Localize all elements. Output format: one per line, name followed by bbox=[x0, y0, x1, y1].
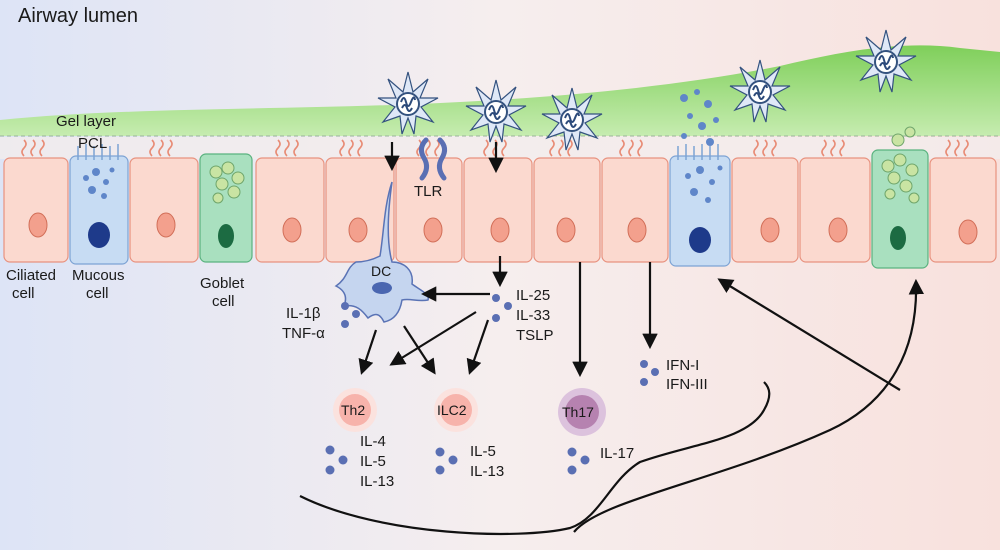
ciliated-cell bbox=[463, 157, 533, 263]
ciliated-cell bbox=[929, 157, 997, 263]
dendritic-cell-icon bbox=[334, 181, 429, 323]
th2-cytokine-label-2: IL-5 bbox=[360, 453, 386, 470]
mucous-cell-label-line1: Mucous bbox=[72, 267, 125, 284]
lumen-label: Airway lumen bbox=[18, 5, 138, 27]
pcl-layer bbox=[0, 137, 1000, 159]
gel-layer bbox=[0, 45, 1000, 136]
ciliated-cell-label-line1: Ciliated bbox=[6, 267, 56, 284]
dc-cytokine-label-2: TNF-α bbox=[282, 325, 325, 342]
th2-cytokine-label-3: IL-13 bbox=[360, 473, 394, 490]
ciliated-cell-label-line2: cell bbox=[12, 285, 35, 302]
ciliated-cell bbox=[533, 157, 601, 263]
th2-cytokine-label-1: IL-4 bbox=[360, 433, 386, 450]
ciliated-cell bbox=[129, 157, 199, 263]
gel-layer-label: Gel layer bbox=[56, 113, 116, 130]
ilc2-cytokine-label-2: IL-13 bbox=[470, 463, 504, 480]
th17-label: Th17 bbox=[562, 404, 594, 420]
tlr-label: TLR bbox=[414, 183, 443, 200]
ciliated-cell bbox=[3, 157, 69, 263]
tlr-receptor-icon bbox=[418, 137, 448, 181]
mucous-cell bbox=[69, 155, 129, 265]
ilc2-label: ILC2 bbox=[437, 402, 467, 418]
th17-cytokine-label-1: IL-17 bbox=[600, 445, 634, 462]
mucous-cell-label-line2: cell bbox=[86, 285, 109, 302]
pathway-arrows bbox=[299, 142, 925, 536]
ilc2-cell bbox=[434, 388, 478, 432]
mucous-cell bbox=[669, 155, 731, 267]
epithelial-cytokine-label-1: IL-25 bbox=[516, 287, 550, 304]
ciliated-cell bbox=[255, 157, 325, 263]
th2-cell bbox=[333, 388, 377, 432]
epithelial-cytokine-label-3: TSLP bbox=[516, 327, 554, 344]
epithelial-cytokine-label-2: IL-33 bbox=[516, 307, 550, 324]
interferon-label-2: IFN-III bbox=[666, 376, 708, 393]
ciliated-cell bbox=[395, 157, 463, 263]
pcl-label: PCL bbox=[78, 135, 107, 152]
ciliated-cell bbox=[601, 157, 669, 263]
ciliated-cell bbox=[799, 157, 871, 263]
th2-label: Th2 bbox=[341, 402, 365, 418]
dc-cytokine-label-1: IL-1β bbox=[286, 305, 321, 322]
ilc2-cytokine-label-1: IL-5 bbox=[470, 443, 496, 460]
epithelial-cell-row bbox=[3, 89, 997, 269]
dc-label: DC bbox=[371, 263, 391, 279]
cytokine-dots bbox=[325, 294, 659, 475]
th17-cell bbox=[558, 388, 606, 436]
ciliated-cell bbox=[731, 157, 799, 263]
goblet-cell-label-line2: cell bbox=[212, 293, 235, 310]
goblet-cell bbox=[871, 149, 929, 269]
goblet-cell-label-line1: Goblet bbox=[200, 275, 245, 292]
interferon-label-1: IFN-I bbox=[666, 357, 699, 374]
